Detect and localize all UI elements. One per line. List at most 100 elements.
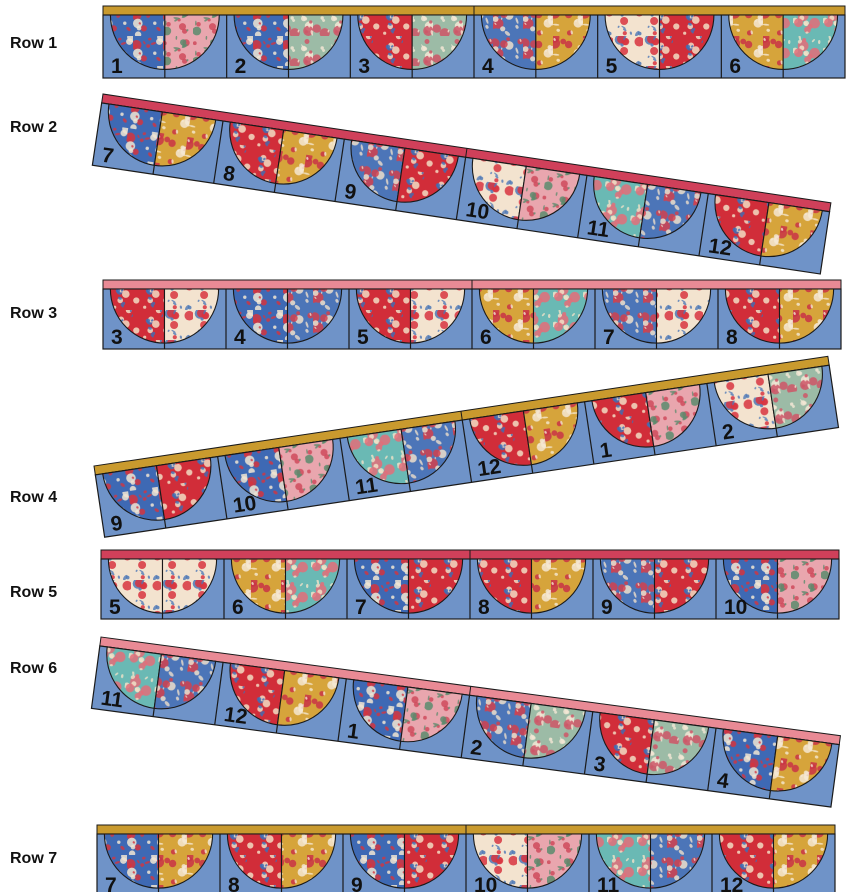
fabric-left-half	[353, 558, 410, 614]
fabric-right-half	[411, 14, 468, 70]
row-label: Row 1	[10, 35, 57, 52]
block: 12	[711, 833, 829, 892]
fabric-right-half	[658, 14, 715, 70]
fabric-right-half	[649, 833, 706, 889]
fabric-left-half	[478, 288, 535, 344]
block: 10	[455, 157, 581, 229]
fabric-right-half	[639, 183, 702, 239]
block-number: 11	[354, 473, 380, 499]
block-number: 10	[231, 492, 258, 518]
fabric-right-half	[157, 833, 214, 889]
block: 6	[720, 14, 839, 78]
fabric-left-half	[352, 679, 409, 742]
block-number: 10	[474, 874, 497, 892]
block: 12	[214, 662, 340, 734]
fabric-left-half	[714, 194, 770, 257]
fabric-right-half	[287, 14, 344, 70]
fabric-left-half	[355, 288, 412, 344]
fabric-right-half	[522, 402, 579, 466]
fabric-left-half	[224, 446, 288, 503]
fabric-left-half	[357, 14, 413, 70]
block-number: 3	[358, 55, 370, 78]
block: 2	[226, 14, 344, 78]
block: 7	[346, 558, 464, 619]
block-number: 8	[228, 874, 240, 892]
block: 1	[109, 14, 220, 78]
fabric-left-half	[350, 139, 406, 203]
fabric-right-half	[163, 288, 220, 344]
block: 10	[217, 438, 334, 520]
fabric-left-half	[595, 833, 652, 889]
fabric-right-half	[161, 558, 218, 614]
block: 11	[577, 175, 702, 247]
block: 8	[717, 288, 835, 349]
block-number: 12	[223, 703, 249, 729]
block-number: 12	[707, 234, 734, 260]
fabric-left-half	[599, 712, 656, 775]
block-number: 7	[603, 326, 615, 349]
fabric-right-half	[407, 558, 464, 614]
block-number: 1	[111, 55, 123, 78]
fabric-right-half	[284, 558, 341, 614]
fabric-right-half	[523, 702, 586, 759]
fabric-right-half	[532, 288, 589, 344]
fabric-left-half	[472, 833, 529, 889]
fabric-right-half	[400, 420, 457, 484]
block-number: 7	[100, 144, 115, 168]
fabric-right-half	[772, 833, 829, 889]
fabric-left-half	[593, 175, 649, 239]
block-number: 7	[355, 596, 367, 619]
block-number: 9	[601, 596, 613, 619]
block-number: 5	[109, 596, 121, 619]
block: 9	[102, 457, 212, 536]
fabric-left-half	[349, 833, 406, 889]
block-number: 9	[109, 512, 124, 536]
block-number: 4	[482, 55, 494, 78]
fabric-left-half	[233, 14, 290, 70]
fabric-right-half	[275, 129, 338, 185]
fabric-left-half	[468, 410, 533, 466]
block: 12	[698, 193, 823, 266]
block: 7	[594, 288, 712, 349]
block: 1	[337, 678, 463, 750]
fabric-right-half	[400, 686, 463, 743]
block-number: 8	[726, 326, 738, 349]
fabric-left-half	[591, 392, 655, 448]
block-number: 9	[343, 180, 358, 204]
fabric-right-half	[396, 147, 459, 203]
row-label: Row 3	[10, 305, 57, 322]
fabric-left-half	[229, 121, 285, 185]
fabric-left-half	[232, 288, 289, 344]
block-number: 10	[724, 596, 747, 619]
fabric-right-half	[286, 288, 343, 344]
fabric-left-half	[718, 833, 775, 889]
block: 10	[715, 558, 833, 619]
block-number: 9	[351, 874, 363, 892]
block: 11	[339, 420, 457, 501]
block: 5	[348, 288, 466, 349]
block: 4	[707, 728, 833, 799]
fabric-left-half	[601, 288, 658, 344]
fabric-right-half	[645, 383, 701, 448]
fabric-right-half	[530, 558, 587, 614]
block-number: 3	[111, 326, 123, 349]
block-number: 6	[729, 55, 741, 78]
block: 4	[473, 14, 591, 78]
fabric-left-half	[109, 288, 166, 344]
block: 7	[103, 833, 214, 892]
row-label: Row 2	[10, 119, 57, 136]
block-number: 11	[586, 216, 612, 242]
fabric-right-half	[278, 438, 334, 502]
block: 11	[99, 646, 217, 717]
fabric-right-half	[776, 558, 833, 614]
block: 5	[107, 558, 218, 619]
row-label: Row 6	[10, 660, 57, 677]
fabric-left-half	[229, 662, 286, 726]
fabric-right-half	[526, 833, 583, 889]
